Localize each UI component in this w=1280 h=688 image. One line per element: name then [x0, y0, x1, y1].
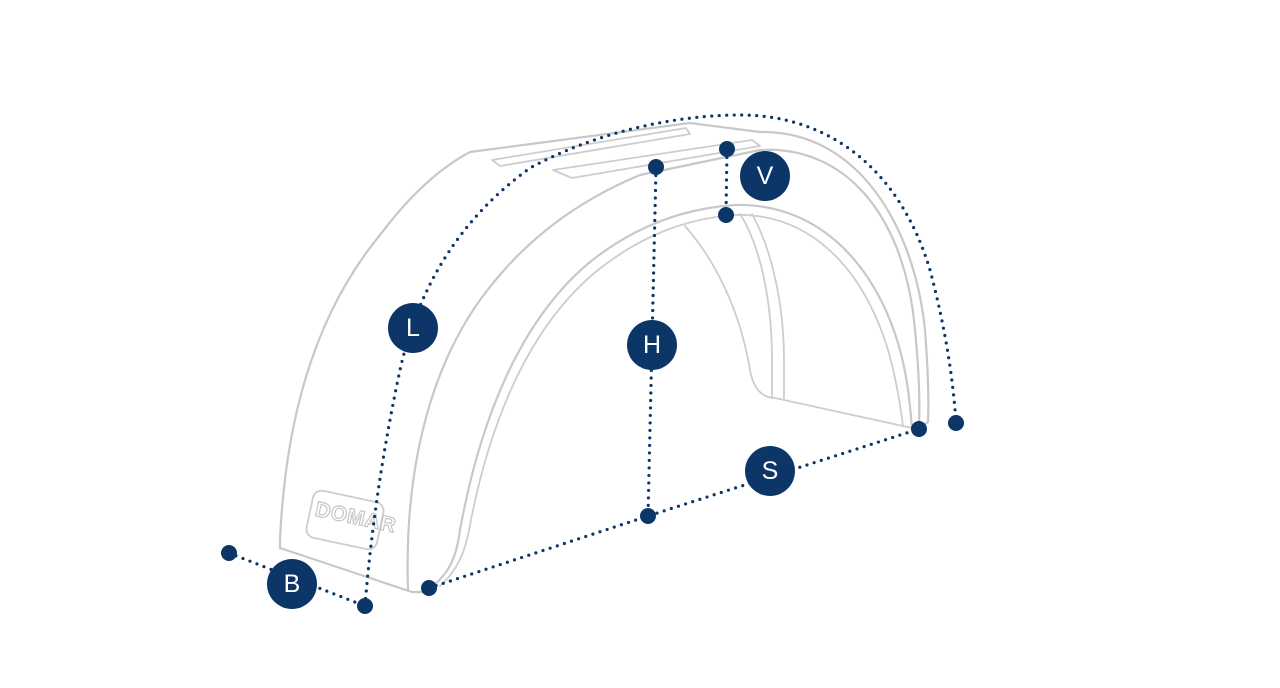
dimension-label-b: B: [267, 559, 317, 609]
mudguard-top-rib-2: [552, 139, 761, 179]
label-badge-v: [740, 151, 790, 201]
mudguard-inner-arch-outer: [426, 203, 914, 592]
mudguard-inner-arch-inner: [439, 214, 904, 587]
dimension-endpoints: [221, 141, 964, 614]
mudguard-top-back-edge: [468, 121, 762, 154]
mudguard-inside-wall-rib-b: [751, 213, 785, 399]
label-badge-h: [627, 320, 677, 370]
mudguard-drawing: DOMAR: [278, 121, 930, 594]
mudguard-top-rib-1: [491, 127, 691, 167]
dimension-label-v: V: [740, 151, 790, 201]
label-badge-s: [745, 446, 795, 496]
dimension-label-l: L: [388, 303, 438, 353]
label-text-b: B: [284, 570, 301, 598]
endpoint-v-top: [719, 141, 735, 157]
label-badge-b: [267, 559, 317, 609]
label-badge-l: [388, 303, 438, 353]
label-text-v: V: [757, 162, 774, 190]
mudguard-inside-wall-rib-a: [739, 213, 773, 399]
dimension-label-s: S: [745, 446, 795, 496]
brand-logo: DOMAR: [313, 498, 398, 538]
mudguard-bottom-face: [278, 538, 427, 594]
dimension-line-s: [427, 427, 921, 590]
logo-plate: [305, 489, 385, 551]
mudguard-back-edge: [278, 150, 472, 542]
dimension-line-l: [363, 113, 958, 608]
endpoint-b-left: [221, 545, 237, 561]
endpoint-l-end: [948, 415, 964, 431]
mudguard-top-roll: [758, 130, 930, 430]
endpoint-h-bottom: [640, 508, 656, 524]
endpoint-s-right: [911, 421, 927, 437]
endpoint-v-bottom: [718, 207, 734, 223]
endpoint-s-left: [421, 580, 437, 596]
endpoint-h-top: [648, 159, 664, 175]
dimension-label-h: H: [627, 320, 677, 370]
endpoint-l-start: [357, 598, 373, 614]
label-text-s: S: [762, 457, 779, 485]
mudguard-inside-wall-left: [684, 225, 776, 399]
label-text-l: L: [406, 314, 420, 342]
mudguard-front-outer-edge: [406, 148, 921, 592]
dimension-line-v: [724, 148, 729, 216]
dimension-lines: [227, 113, 958, 608]
mudguard-inside-floor: [774, 397, 913, 429]
label-text-h: H: [643, 331, 661, 359]
